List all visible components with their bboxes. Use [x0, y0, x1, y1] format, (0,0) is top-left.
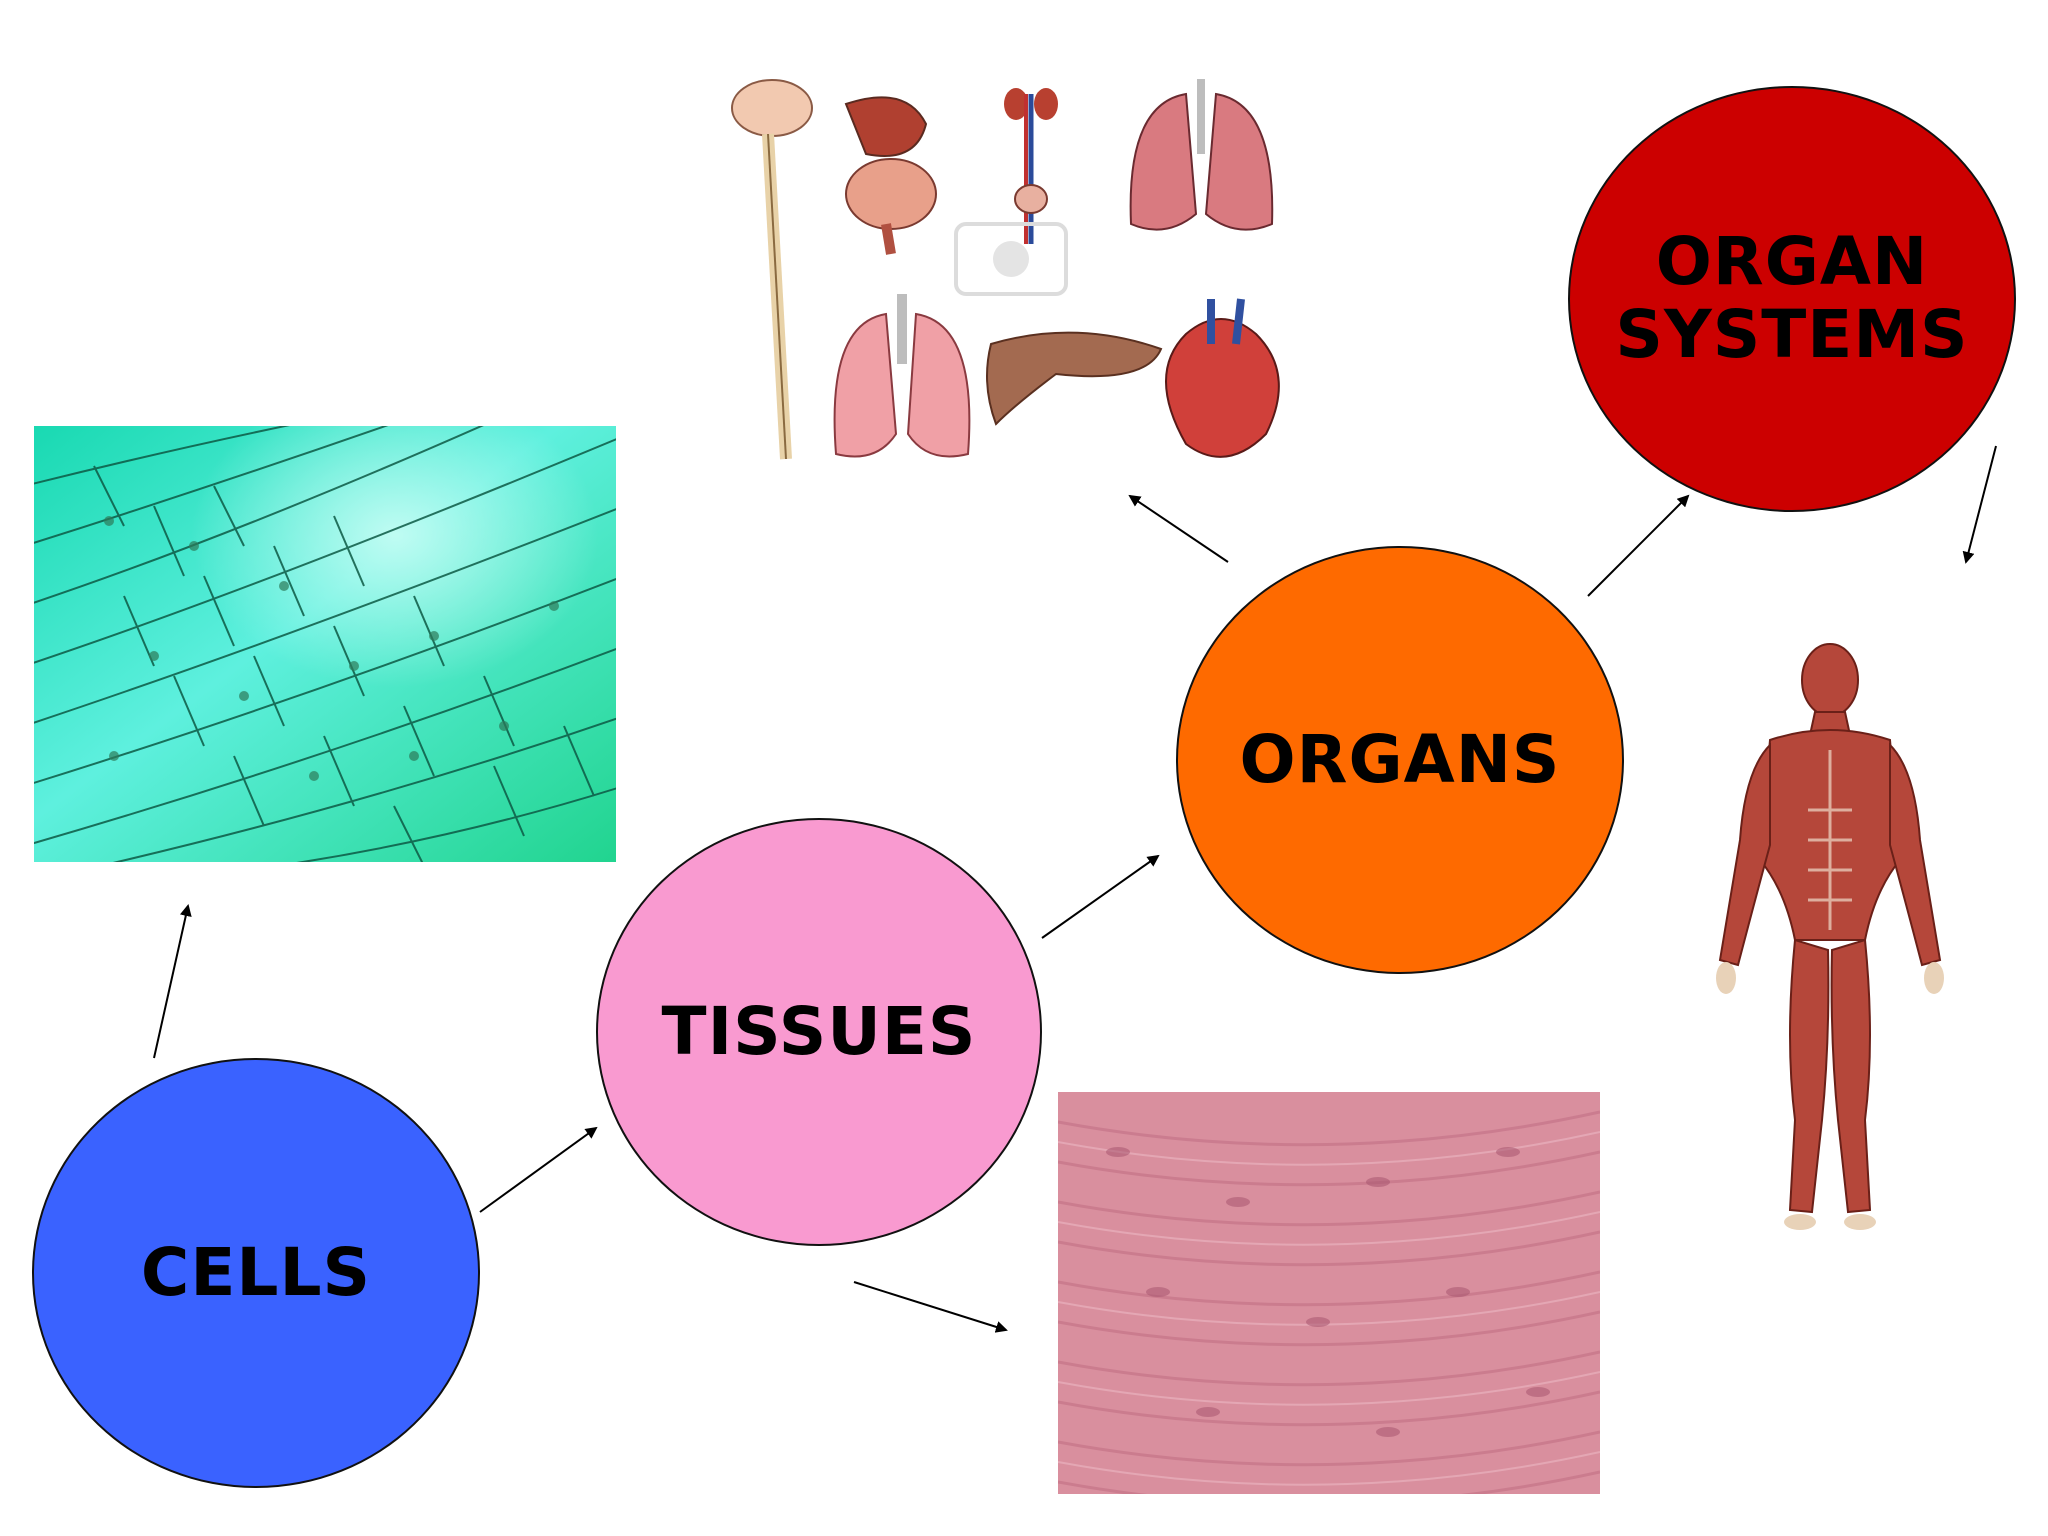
cells-node: CELLS	[32, 1058, 480, 1488]
tissues-label: TISSUES	[661, 992, 977, 1070]
tissues-node: TISSUES	[596, 818, 1042, 1246]
organs-label: ORGANS	[1239, 720, 1561, 798]
organ-systems-label: ORGAN SYSTEMS	[1615, 223, 1969, 373]
organs-image	[716, 74, 1306, 474]
muscle-tissue-image	[1058, 1092, 1600, 1494]
arrow-systems-to-body	[1962, 445, 1997, 564]
organ-systems-node: ORGAN SYSTEMS	[1568, 86, 2016, 512]
organs-node: ORGANS	[1176, 546, 1624, 974]
arrow-tissues-to-tissue-image	[853, 1281, 1008, 1333]
arrow-organs-to-systems	[1587, 494, 1690, 597]
arrow-organs-to-organ-image	[1128, 494, 1229, 563]
arrow-tissues-to-organs	[1041, 854, 1160, 939]
arrow-cells-to-tissues	[479, 1126, 598, 1213]
human-body-image	[1700, 640, 1960, 1240]
cells-label: CELLS	[140, 1233, 372, 1311]
arrow-cells-to-cell-image	[153, 904, 192, 1059]
plant-cells-image	[34, 426, 616, 862]
